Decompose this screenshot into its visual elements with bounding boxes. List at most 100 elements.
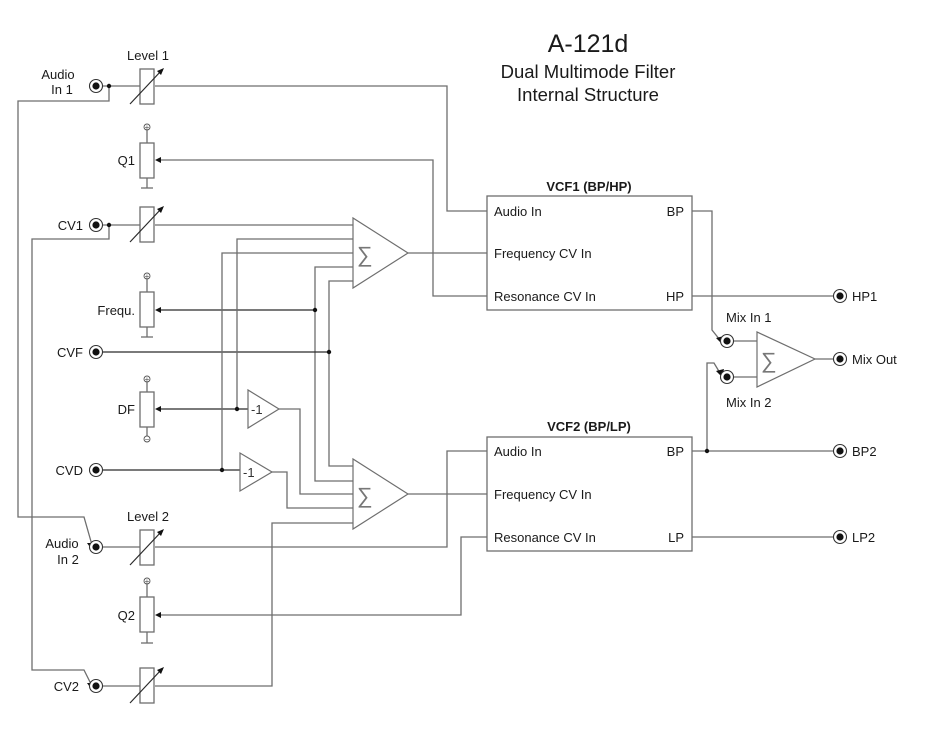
wire-level1-to-vcf1-audio bbox=[155, 85, 487, 212]
summers: ∑ ∑ ∑ bbox=[352, 216, 817, 531]
jack-audio-in-1[interactable]: Audio In 1 bbox=[41, 67, 104, 97]
jack-center-icon bbox=[836, 355, 844, 363]
summing-amp-icon bbox=[352, 216, 410, 290]
wire-cvd-to-summer1 bbox=[221, 252, 353, 470]
jack-center-icon bbox=[92, 348, 100, 356]
jack-audio-in-2[interactable]: Audio In 2 bbox=[45, 536, 104, 567]
adjust-arrow-icon bbox=[129, 70, 162, 105]
inverter-triangle-icon bbox=[247, 388, 281, 430]
sum-symbol: ∑ bbox=[357, 483, 373, 508]
attenuators: Level 1 Level 2 bbox=[127, 48, 169, 704]
plus-symbol: + bbox=[145, 577, 150, 586]
plus-symbol: + bbox=[145, 375, 150, 384]
jack-label: BP2 bbox=[852, 444, 877, 459]
jack-center-icon bbox=[723, 337, 731, 345]
jack-center-icon bbox=[92, 543, 100, 551]
jack-center-icon bbox=[836, 292, 844, 300]
minus-supply-icon bbox=[143, 435, 151, 443]
wire-audio-in1-normal-to-in2 bbox=[17, 86, 110, 546]
jack-label: Audio bbox=[45, 536, 78, 551]
wiper-arrow-icon bbox=[155, 406, 161, 412]
q2-pot[interactable]: Q2 + bbox=[118, 577, 161, 644]
sum-symbol: ∑ bbox=[761, 348, 777, 373]
vcf2-input-resonance: Resonance CV In bbox=[494, 530, 596, 545]
wire-cv2-att-to-summer2 bbox=[155, 522, 353, 687]
summer-1: ∑ bbox=[352, 216, 410, 290]
jack-center-icon bbox=[92, 82, 100, 90]
inverters: -1 -1 bbox=[239, 388, 281, 493]
summing-amp-icon bbox=[756, 331, 817, 388]
jack-cv1[interactable]: CV1 bbox=[58, 217, 104, 233]
wire-q2-to-vcf2-resonance bbox=[158, 536, 487, 616]
junction-dots bbox=[106, 83, 710, 473]
jack-center-icon bbox=[92, 221, 100, 229]
wire-cv1-normal-to-cv2 bbox=[31, 225, 110, 687]
cv2-attenuator[interactable] bbox=[129, 667, 164, 704]
cv1-attenuator[interactable] bbox=[129, 206, 164, 243]
wire-level2-to-vcf2-audio bbox=[155, 450, 487, 548]
arrowhead bbox=[157, 667, 164, 674]
summing-amp-icon bbox=[352, 457, 410, 531]
vcf2-block: VCF2 (BP/LP) Audio In Frequency CV In Re… bbox=[486, 419, 693, 552]
arrowhead bbox=[157, 68, 164, 75]
potentiometer-icon bbox=[139, 142, 155, 179]
jack-label: Audio bbox=[41, 67, 74, 82]
wire-frequ-to-summers bbox=[314, 266, 353, 482]
jacks: Audio In 1 CV1 CVF CVD Audio In 2 CV2 bbox=[41, 67, 897, 694]
jack-center-icon bbox=[92, 682, 100, 690]
jack-cv2[interactable]: CV2 bbox=[54, 678, 104, 694]
wire-df-inverter-to-summer2 bbox=[279, 408, 353, 495]
jack-center-icon bbox=[836, 533, 844, 541]
junction bbox=[219, 467, 225, 473]
adjust-arrow-icon bbox=[129, 208, 162, 243]
jack-mix-in-1[interactable]: Mix In 1 bbox=[719, 310, 772, 349]
potentiometer-icon bbox=[139, 596, 155, 633]
junction bbox=[704, 448, 710, 454]
inverter-triangle-icon bbox=[239, 451, 274, 493]
potentiometers: Q1 + Frequ. + DF + bbox=[97, 123, 161, 644]
q1-pot[interactable]: Q1 + bbox=[118, 123, 161, 189]
potentiometer-icon bbox=[139, 391, 155, 428]
vcf1-title: VCF1 (BP/HP) bbox=[546, 179, 631, 194]
jack-label: Mix In 2 bbox=[726, 395, 772, 410]
inverter-label: -1 bbox=[251, 402, 263, 417]
jack-cvd[interactable]: CVD bbox=[56, 462, 104, 478]
jack-mix-out[interactable]: Mix Out bbox=[832, 351, 898, 367]
wire-bp2-normal-to-mix-in2 bbox=[706, 362, 721, 451]
vcf2-output-bp: BP bbox=[667, 444, 684, 459]
arrowhead bbox=[157, 529, 164, 536]
wire-df-to-summer1 bbox=[236, 238, 353, 409]
summer-2: ∑ bbox=[352, 457, 410, 531]
df-pot[interactable]: DF + − bbox=[118, 375, 161, 444]
vcf1-input-resonance: Resonance CV In bbox=[494, 289, 596, 304]
wire-vcf1-bp-to-mix-in1 bbox=[692, 210, 721, 341]
jack-center-icon bbox=[723, 373, 731, 381]
jack-bp2[interactable]: BP2 bbox=[832, 443, 877, 459]
frequ-pot[interactable]: Frequ. + bbox=[97, 272, 161, 338]
jack-hp1[interactable]: HP1 bbox=[832, 288, 878, 304]
sum-symbol: ∑ bbox=[357, 242, 373, 267]
vcf1-input-frequency: Frequency CV In bbox=[494, 246, 592, 261]
level2-attenuator[interactable]: Level 2 bbox=[127, 509, 169, 566]
arrowhead bbox=[157, 206, 164, 213]
jack-label: In 1 bbox=[51, 82, 73, 97]
jack-mix-in-2[interactable]: Mix In 2 bbox=[719, 369, 772, 411]
jack-label: Mix Out bbox=[852, 352, 897, 367]
jack-label: Mix In 1 bbox=[726, 310, 772, 325]
adjust-arrow-icon bbox=[129, 531, 162, 566]
level1-attenuator[interactable]: Level 1 bbox=[127, 48, 169, 105]
control-label: Level 1 bbox=[127, 48, 169, 63]
jack-center-icon bbox=[836, 447, 844, 455]
vcf1-output-bp: BP bbox=[667, 204, 684, 219]
vcf1-input-audio: Audio In bbox=[494, 204, 542, 219]
junction bbox=[106, 83, 112, 89]
jack-lp2[interactable]: LP2 bbox=[832, 529, 876, 545]
junction bbox=[312, 307, 318, 313]
vcf2-output-lp: LP bbox=[668, 530, 684, 545]
wiper-arrow-icon bbox=[155, 307, 161, 313]
title-block: A-121d Dual Multimode Filter Internal St… bbox=[501, 30, 676, 105]
control-label: Q1 bbox=[118, 153, 135, 168]
jack-cvf[interactable]: CVF bbox=[57, 344, 104, 360]
junction bbox=[106, 222, 112, 228]
wire-cvd-inverter-to-summer2 bbox=[272, 471, 353, 509]
